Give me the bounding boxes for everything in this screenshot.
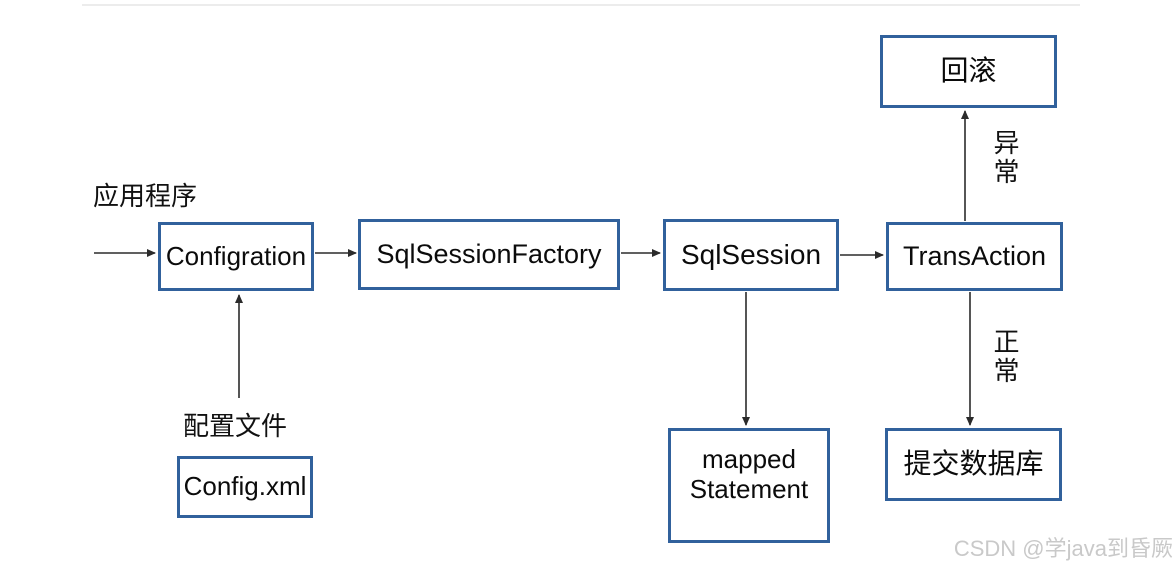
csdn-watermark: CSDN @学java到昏厥 (953, 536, 1173, 561)
node-transaction: TransAction (886, 222, 1063, 291)
node-config-xml: Config.xml (177, 456, 313, 518)
label-application: 应用程序 (93, 181, 198, 211)
node-sqlsessionfactory: SqlSessionFactory (358, 219, 620, 290)
node-rollback: 回滚 (880, 35, 1057, 108)
label-normal: 正常 (990, 328, 1020, 386)
top-divider-line (82, 4, 1080, 6)
node-sqlsession: SqlSession (663, 219, 839, 291)
label-config-file: 配置文件 (183, 411, 288, 441)
node-configration: Configration (158, 222, 314, 291)
node-mapped-statement: mapped Statement (668, 428, 830, 543)
label-exception: 异常 (990, 129, 1020, 187)
node-commit-database: 提交数据库 (885, 428, 1062, 501)
